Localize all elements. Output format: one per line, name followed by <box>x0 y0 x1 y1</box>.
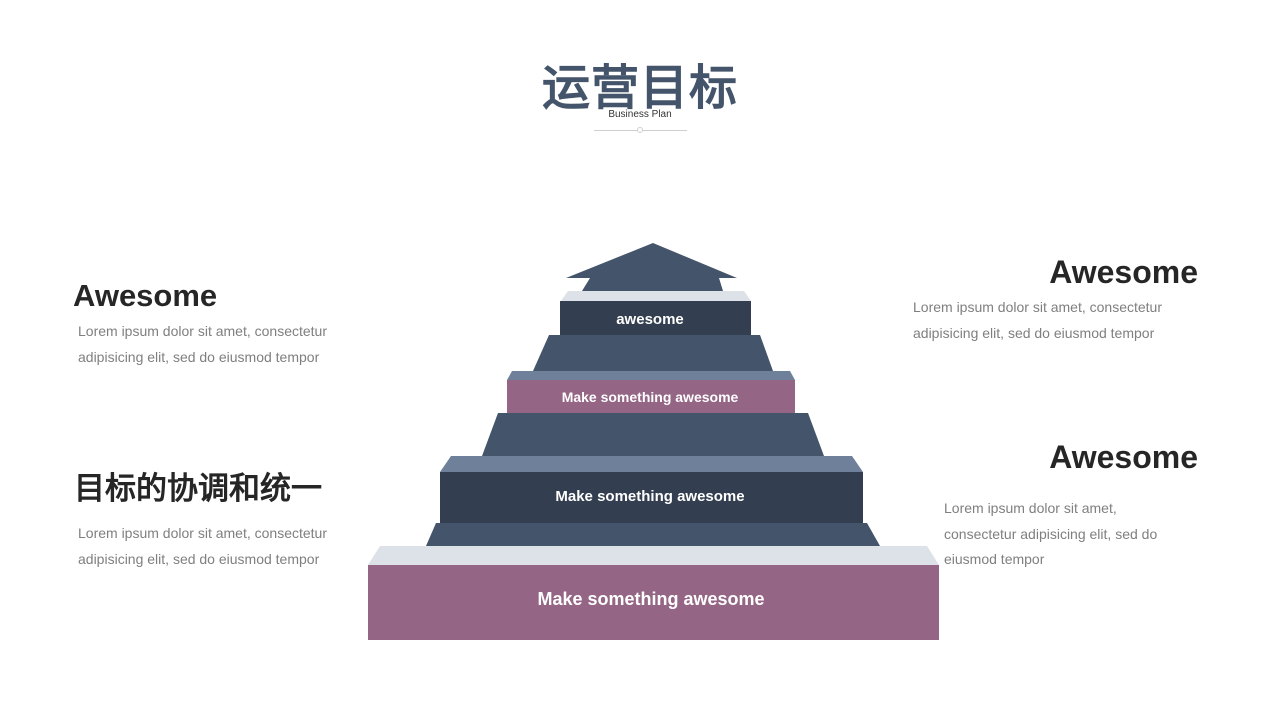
step-1-top-face <box>561 291 751 301</box>
page-title: 运营目标 <box>541 62 738 115</box>
step-3-front-face <box>440 472 863 523</box>
left-bottom-body-line: Lorem ipsum dolor sit amet, consectetur <box>78 525 327 541</box>
left-top-heading: Awesome <box>73 278 218 313</box>
step-1-label: awesome <box>616 311 684 328</box>
step-3-label: Make something awesome <box>555 488 744 505</box>
right-top-body-line: adipisicing elit, sed do eiusmod tempor <box>913 325 1155 341</box>
step-4-front-face <box>368 565 939 640</box>
step-2-front-face <box>507 380 795 413</box>
right-bottom-body-line: eiusmod tempor <box>944 551 1045 567</box>
left-bottom-body: Lorem ipsum dolor sit amet, consectetur … <box>78 520 327 572</box>
step-2-riser <box>482 413 824 456</box>
step-3-riser <box>426 523 880 546</box>
page-subtitle: Business Plan <box>608 109 672 120</box>
right-bottom-body: Lorem ipsum dolor sit amet, consectetur … <box>944 496 1157 573</box>
right-top-body-line: Lorem ipsum dolor sit amet, consectetur <box>913 299 1162 315</box>
left-top-body: Lorem ipsum dolor sit amet, consectetur … <box>78 318 327 370</box>
step-2-top-face <box>507 371 795 380</box>
divider-dot <box>637 127 643 133</box>
left-top-body-line: Lorem ipsum dolor sit amet, consectetur <box>78 323 327 339</box>
step-1-front-face <box>560 301 751 335</box>
left-bottom-body-line: adipisicing elit, sed do eiusmod tempor <box>78 551 320 567</box>
right-bottom-heading: Awesome <box>1049 439 1198 475</box>
arrow-head-shape <box>566 243 737 291</box>
step-2-label: Make something awesome <box>562 389 739 405</box>
step-4-label: Make something awesome <box>537 589 764 609</box>
left-top-body-line: adipisicing elit, sed do eiusmod tempor <box>78 349 320 365</box>
step-4-top-face <box>368 546 939 565</box>
right-bottom-body-line: Lorem ipsum dolor sit amet, <box>944 500 1117 516</box>
right-bottom-body-line: consectetur adipisicing elit, sed do <box>944 525 1158 542</box>
right-top-body: Lorem ipsum dolor sit amet, consectetur … <box>913 294 1162 346</box>
step-1-riser <box>533 335 773 371</box>
right-top-heading: Awesome <box>1049 254 1198 290</box>
left-bottom-heading: 目标的协调和统一 <box>74 471 322 506</box>
step-3-top-face <box>440 456 863 472</box>
